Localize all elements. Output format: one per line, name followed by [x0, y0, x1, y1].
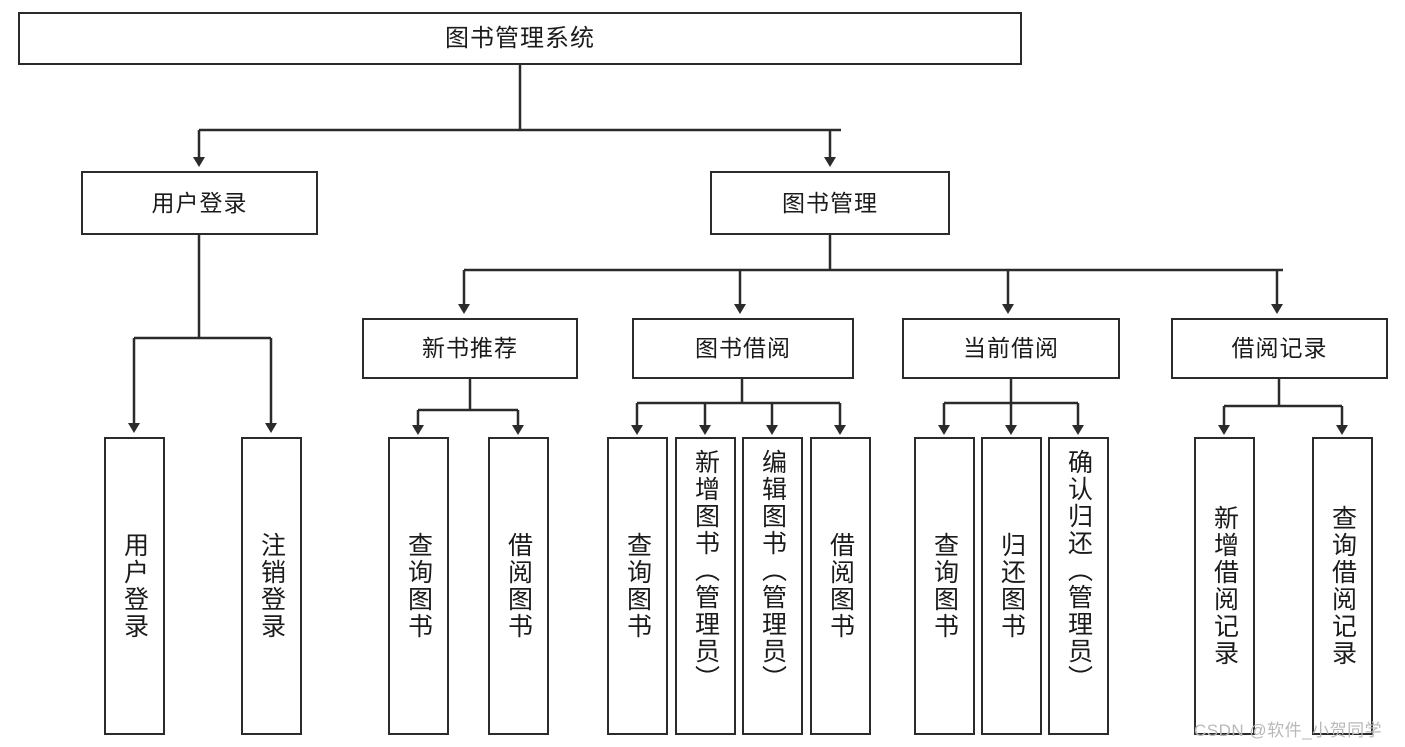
node-leaf-return-books[interactable]: 归还图书 [981, 437, 1042, 735]
node-label: 借阅图书 [826, 532, 855, 640]
node-label: 查询图书 [623, 532, 652, 640]
node-label: 图书管理 [782, 189, 878, 216]
node-book-management-system[interactable]: 图书管理系统 [18, 12, 1022, 65]
node-leaf-borrow-books-2[interactable]: 借阅图书 [810, 437, 871, 735]
node-label: 用户登录 [151, 189, 248, 216]
node-label: 图书借阅 [695, 335, 791, 361]
node-user-login[interactable]: 用户登录 [81, 171, 318, 235]
node-label: 借阅记录 [1231, 335, 1328, 361]
node-leaf-query-books-2[interactable]: 查询图书 [607, 437, 668, 735]
node-new-book-recommend[interactable]: 新书推荐 [362, 318, 578, 379]
node-leaf-confirm-return[interactable]: 确认归还（管理员） [1048, 437, 1109, 735]
node-label: 查询图书 [930, 532, 959, 640]
node-leaf-edit-book[interactable]: 编辑图书（管理员） [742, 437, 803, 735]
node-label: 查询借阅记录 [1328, 505, 1357, 667]
node-label: 图书管理系统 [445, 24, 595, 52]
node-label: 新增借阅记录 [1210, 505, 1239, 667]
node-label: 查询图书 [404, 532, 433, 640]
node-leaf-query-record[interactable]: 查询借阅记录 [1312, 437, 1373, 735]
node-label: 用户登录 [120, 532, 149, 640]
node-leaf-borrow-books-1[interactable]: 借阅图书 [488, 437, 549, 735]
node-label: 新书推荐 [422, 335, 518, 361]
node-book-borrow[interactable]: 图书借阅 [632, 318, 854, 379]
node-leaf-query-books-3[interactable]: 查询图书 [914, 437, 975, 735]
node-label: 借阅图书 [504, 532, 533, 640]
csdn-watermark: CSDN @软件_小贺同学 [1194, 721, 1383, 740]
node-label: 当前借阅 [963, 335, 1059, 361]
node-label: 新增图书（管理员） [691, 449, 720, 692]
node-label: 注销登录 [257, 532, 286, 640]
node-leaf-add-record[interactable]: 新增借阅记录 [1194, 437, 1255, 735]
node-leaf-user-login[interactable]: 用户登录 [104, 437, 165, 735]
node-borrow-record[interactable]: 借阅记录 [1171, 318, 1388, 379]
node-leaf-logout[interactable]: 注销登录 [241, 437, 302, 735]
node-book-management[interactable]: 图书管理 [710, 171, 950, 235]
node-leaf-query-books-1[interactable]: 查询图书 [388, 437, 449, 735]
node-label: 编辑图书（管理员） [758, 449, 787, 692]
node-current-borrow[interactable]: 当前借阅 [902, 318, 1120, 379]
node-label: 确认归还（管理员） [1064, 449, 1093, 692]
node-leaf-add-book[interactable]: 新增图书（管理员） [675, 437, 736, 735]
node-label: 归还图书 [997, 532, 1026, 640]
